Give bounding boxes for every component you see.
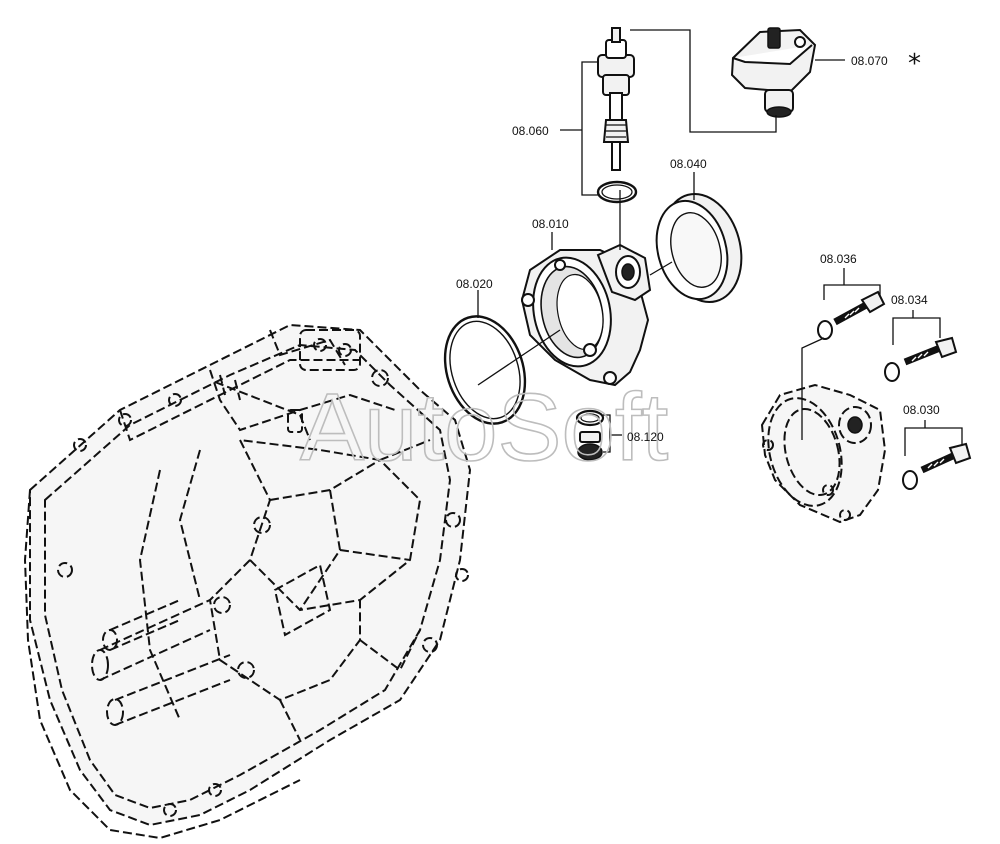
- housing-flange-08-010: [520, 243, 652, 387]
- speed-sensor-08-060: [596, 27, 638, 204]
- plug-08-120: [575, 409, 605, 461]
- label-08-040: 08.040: [670, 157, 707, 171]
- bolt-08-034: [884, 336, 958, 382]
- seal-ring-08-040: [655, 192, 743, 304]
- side-housing: [760, 383, 887, 524]
- bolt-08-030: [902, 442, 972, 490]
- label-08-120: 08.120: [627, 430, 664, 444]
- label-08-030: 08.030: [903, 403, 940, 417]
- label-08-070: 08.070: [851, 54, 888, 68]
- label-08-070-asterisk: *: [908, 49, 921, 79]
- label-08-060: 08.060: [512, 124, 549, 138]
- bolt-08-036: [817, 290, 886, 340]
- watermark-text: AutoSoft: [300, 374, 668, 481]
- connector-module-08-070: [730, 27, 817, 118]
- label-08-010: 08.010: [532, 217, 569, 231]
- label-08-036: 08.036: [820, 252, 857, 266]
- label-08-034: 08.034: [891, 293, 928, 307]
- gearbox-housing: [23, 323, 472, 840]
- leader-lines: [477, 29, 963, 456]
- label-08-020: 08.020: [456, 277, 493, 291]
